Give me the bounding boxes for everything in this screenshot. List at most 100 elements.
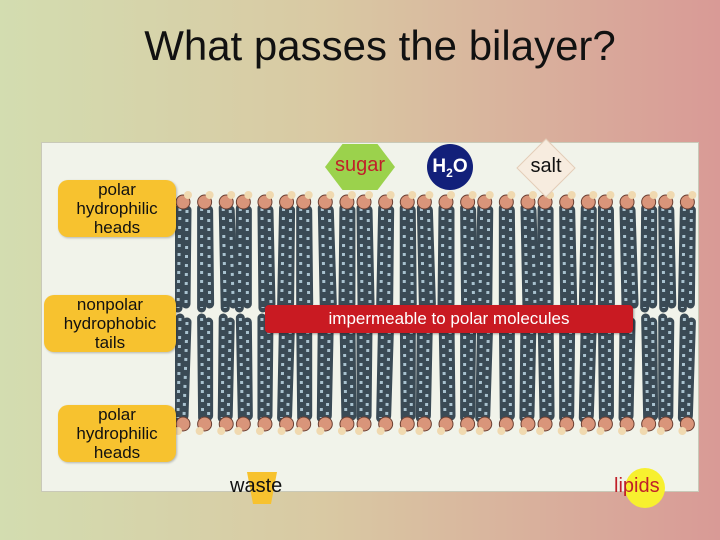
lipid-tail [677, 313, 689, 423]
lipid-head-atom [618, 427, 627, 435]
lipid-tail-atoms [349, 321, 354, 417]
lipid-head-atom [507, 191, 516, 199]
lipid-head-atom [244, 191, 253, 199]
lipid-tail-atoms [589, 209, 594, 305]
sugar-label: sugar [334, 154, 386, 176]
lipid-head-atom [425, 191, 434, 199]
lipid-head-atom [217, 427, 226, 435]
lipid-tail-atoms [220, 317, 225, 419]
lipid-tail-atoms [463, 207, 468, 309]
lipid-tail [618, 313, 629, 423]
lipid-tail [277, 313, 289, 423]
lipid-head-atom [606, 191, 615, 199]
lipid-tail-atoms [280, 207, 286, 309]
lipid-tail [460, 203, 471, 313]
lipid-tail-atoms [426, 209, 433, 305]
lipid-tail [640, 203, 651, 313]
lipid-tail-atoms [627, 321, 633, 417]
lipid-tail-atoms [327, 209, 334, 305]
lipid-head-atom [294, 427, 303, 435]
lipid-tail [316, 313, 327, 423]
label-line: nonpolar [76, 295, 144, 314]
lipid-tail-atoms [680, 317, 686, 419]
lipid-head-atom [518, 427, 527, 435]
impermeable-banner: impermeable to polar molecules [265, 305, 633, 333]
lipid-tail [475, 313, 487, 423]
lipid-tail-atoms [508, 209, 513, 305]
lipid-tail [257, 203, 268, 313]
lipid-tail-atoms [607, 209, 612, 305]
lipid-tail-atoms [342, 317, 348, 419]
lipid-tail-atoms [448, 321, 453, 417]
lipid-tail-atoms [387, 209, 392, 305]
lipid-tail-atoms [379, 317, 385, 419]
lipid-head-atom [666, 191, 675, 199]
label-top-polar-heads: polar hydrophilic heads [58, 180, 176, 237]
lipid-head-atom [347, 191, 356, 199]
lipid-head-atom [287, 191, 296, 199]
lipid-tail [475, 203, 487, 313]
lipid-tail-atoms [530, 209, 537, 305]
lipid-tail [519, 313, 530, 423]
lipid-tail-atoms [629, 209, 636, 305]
lipid-head-atom [557, 427, 566, 435]
label-line: tails [94, 333, 126, 352]
lipid-tail [296, 313, 307, 423]
label-line: polar [98, 180, 136, 199]
label-line: hydrophilic [76, 199, 158, 218]
lipid-tail [317, 203, 329, 313]
lipid-tail-atoms [207, 209, 212, 305]
lipid-head-atom [184, 191, 192, 199]
label-line: polar [98, 405, 136, 424]
lipid-tail-atoms [440, 207, 445, 309]
lipid-tail-atoms [587, 321, 594, 417]
lipid-head-atom [376, 427, 385, 435]
lipid-tail [578, 203, 590, 313]
lipid-head-atom [316, 427, 325, 435]
lipid-tail-atoms [643, 207, 648, 309]
lipid-tail [416, 203, 428, 313]
lipid-tail-atoms [622, 207, 628, 309]
lipid-head-atom [255, 427, 264, 435]
lipid-tail-atoms [501, 317, 506, 419]
slide-title: What passes the bilayer? [144, 22, 616, 69]
water-h: H [432, 156, 447, 177]
lipid-tail-atoms [621, 317, 626, 419]
lipid-tail-atoms [680, 207, 686, 309]
lipid-head-atom [497, 427, 506, 435]
lipid-head-atom [628, 191, 637, 199]
lipid-tail-atoms [569, 209, 575, 305]
lipid-tail [641, 313, 653, 423]
lipid-tail-atoms [359, 207, 364, 309]
lipid-tail-atoms [540, 317, 546, 419]
lipid-tail [175, 313, 185, 423]
waste-cup-icon [247, 472, 277, 504]
lipid-head-atom [447, 191, 455, 199]
lipid-tail-atoms [409, 209, 414, 305]
lipid-tail [235, 313, 247, 423]
lipid-head-atom [175, 427, 182, 435]
lipid-tail [415, 313, 426, 423]
lipid-tail-atoms [385, 321, 392, 417]
lipid-head-atom [337, 427, 346, 435]
lipid-tail-atoms [667, 321, 672, 417]
phospholipid-bilayer [175, 191, 697, 435]
lipid-tail-atoms [260, 207, 265, 309]
water-molecule-icon: H2O [427, 144, 473, 190]
lipid-tail-atoms [668, 209, 674, 305]
lipid-tail-atoms [266, 321, 271, 417]
waste-label: waste [230, 475, 283, 497]
lipid-head-atom [567, 191, 576, 199]
lipid-head-atom [408, 191, 417, 199]
lipid-head-atom [579, 427, 588, 435]
lipid-head-atom [234, 427, 243, 435]
lipid-tail-atoms [441, 317, 447, 419]
lipid-head-atom [398, 427, 407, 435]
lipid-tail-atoms [686, 321, 693, 417]
lipid-tail-atoms [644, 317, 650, 419]
lipid-tail-atoms [484, 321, 491, 417]
lipid-head-atom [265, 191, 274, 199]
lipid-head-atom [528, 191, 537, 199]
label-line: hydrophilic [76, 424, 158, 443]
lipid-tail-atoms [478, 207, 484, 309]
